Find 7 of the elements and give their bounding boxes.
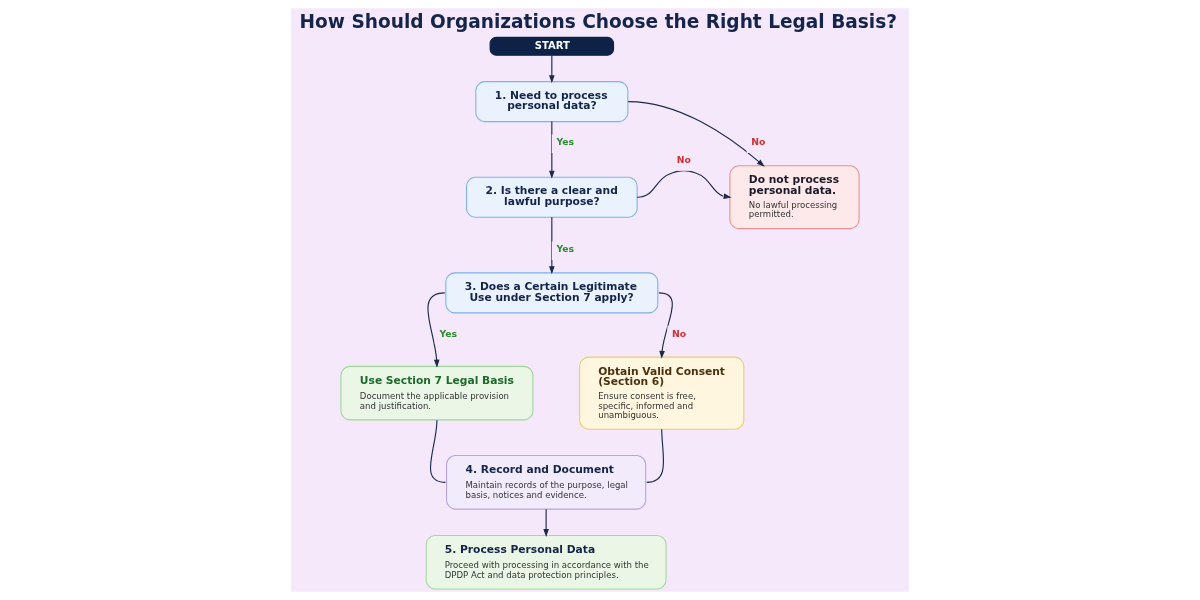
edge-label: Yes bbox=[439, 327, 458, 339]
edge-label: No bbox=[672, 327, 687, 339]
edge-label: No bbox=[751, 136, 766, 148]
edge-label: No bbox=[676, 154, 691, 166]
diagram-title: How Should Organizations Choose the Right Legal Basis? bbox=[299, 10, 898, 32]
edge-label: Yes bbox=[556, 136, 575, 148]
edge-label: Yes bbox=[556, 243, 575, 255]
